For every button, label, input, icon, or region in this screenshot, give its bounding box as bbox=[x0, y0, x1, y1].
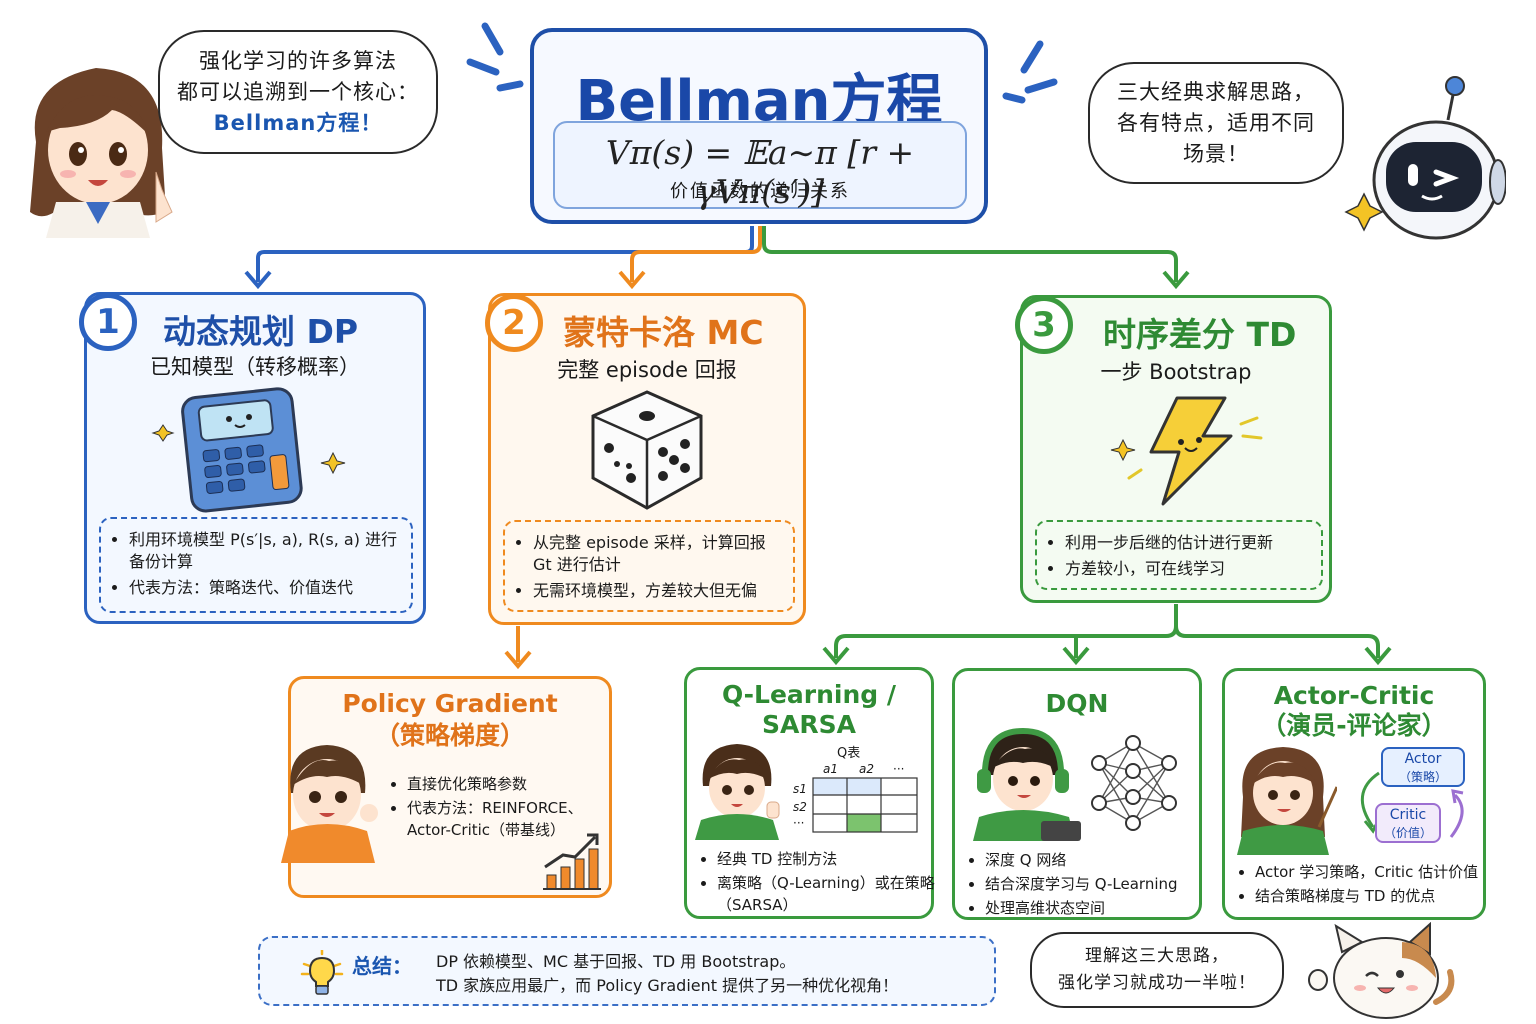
bubble-left-line2: 都可以追溯到一个核心： bbox=[177, 79, 419, 104]
q-table-col-a1: a1 bbox=[823, 762, 838, 776]
ac-title: Actor-Critic bbox=[1273, 681, 1435, 710]
connector-td-to-children bbox=[834, 604, 1380, 658]
bellman-title-card: Bellman方程 Vπ(s) = 𝔼a∼π [r + γVπ(s′)] 价值函… bbox=[530, 28, 988, 224]
pg-title: Policy Gradient bbox=[342, 689, 558, 718]
q-table-row-s1: s1 bbox=[793, 782, 807, 796]
ql-bullet-1: 经典 TD 控制方法 bbox=[717, 848, 941, 870]
formula-caption: 价值函数的递归关系 bbox=[670, 181, 850, 202]
q-table-row-more: ··· bbox=[793, 816, 805, 830]
boy-thumbs-up-icon bbox=[695, 744, 780, 840]
summary-line-1: DP 依赖模型、MC 基于回报、TD 用 Bootstrap。 bbox=[436, 952, 796, 971]
policy-gradient-card: Policy Gradient （策略梯度） 直接优化策略参数 代表方法：REI… bbox=[281, 676, 612, 898]
td-bullet-2: 方差较小，可在线学习 bbox=[1065, 558, 1311, 580]
lightning-icon bbox=[1110, 396, 1263, 506]
connector-to-dp bbox=[256, 226, 754, 282]
dqn-card: DQN 深度 Q 网络 结合深度学习与 Q-Learning 处理高维状态空间 bbox=[952, 668, 1202, 920]
pg-bullet-1: 直接优化策略参数 bbox=[407, 773, 619, 795]
q-table-col-more: ··· bbox=[893, 762, 905, 776]
ql-subtitle: SARSA bbox=[762, 710, 856, 739]
summary-text: DP 依赖模型、MC 基于回报、TD 用 Bootstrap。 TD 家族应用最… bbox=[436, 950, 898, 998]
bubble-left-line3: Bellman方程！ bbox=[213, 110, 383, 135]
dp-card: 1 动态规划 DP 已知模型（转移概率） 利用环境模型 P(s′|s, a), … bbox=[79, 292, 426, 624]
bubble-cat-line1: 理解这三大思路， bbox=[1085, 946, 1229, 966]
actor-sublabel: （策略） bbox=[1398, 770, 1447, 784]
dp-number-badge: 1 bbox=[79, 293, 137, 351]
calculator-icon bbox=[151, 387, 346, 513]
ql-bullet-2: 离策略（Q-Learning）或在策略（SARSA） bbox=[717, 872, 941, 916]
critic-label: Critic bbox=[1389, 807, 1427, 823]
actor-box: Actor （策略） bbox=[1381, 747, 1465, 787]
dice-icon bbox=[591, 390, 703, 510]
q-table-label: Q表 bbox=[837, 746, 861, 761]
dp-title: 动态规划 DP bbox=[163, 312, 359, 351]
summary-label: 总结： bbox=[352, 954, 412, 978]
girl-pointer-icon bbox=[1237, 747, 1337, 855]
bubble-right-line1: 三大经典求解思路， bbox=[1117, 79, 1315, 104]
pg-bullets: 直接优化策略参数 代表方法：REINFORCE、Actor-Critic（带基线… bbox=[389, 773, 619, 843]
bubble-right-line2: 各有特点，适用不同 bbox=[1117, 110, 1315, 135]
bubble-left-line1: 强化学习的许多算法 bbox=[199, 48, 397, 73]
lightbulb-icon bbox=[300, 950, 344, 995]
speech-bubble-right: 三大经典求解思路， 各有特点，适用不同 场景！ bbox=[1088, 62, 1344, 184]
dp-bullet-1: 利用环境模型 P(s′|s, a), R(s, a) 进行备份计算 bbox=[129, 529, 401, 573]
critic-box: Critic （价值） bbox=[1375, 803, 1441, 843]
growth-chart-icon bbox=[543, 833, 601, 890]
actor-label: Actor bbox=[1404, 751, 1442, 767]
dqn-bullets: 深度 Q 网络 结合深度学习与 Q-Learning 处理高维状态空间 bbox=[967, 849, 1211, 921]
td-card: 3 时序差分 TD 一步 Bootstrap 利用一步后继的估计进行更新 方差较… bbox=[1015, 295, 1332, 603]
ql-bullets: 经典 TD 控制方法 离策略（Q-Learning）或在策略（SARSA） bbox=[699, 848, 941, 918]
cat-icon bbox=[1308, 922, 1455, 1019]
pg-subtitle: （策略梯度） bbox=[374, 721, 525, 750]
neural-network-icon bbox=[1091, 735, 1177, 831]
q-learning-sarsa-card: Q-Learning / SARSA Q表 a1 a2 ··· s1 s2 ··… bbox=[684, 667, 935, 919]
dp-subtitle: 已知模型（转移概率） bbox=[150, 355, 360, 379]
page-title: Bellman方程 bbox=[575, 69, 943, 134]
bubble-right-line3: 场景！ bbox=[1183, 141, 1249, 166]
pg-bullet-2: 代表方法：REINFORCE、Actor-Critic（带基线） bbox=[407, 797, 619, 841]
bubble-cat-line2: 强化学习就成功一半啦！ bbox=[1058, 973, 1256, 993]
ql-title: Q-Learning / bbox=[721, 680, 897, 709]
td-bullet-1: 利用一步后继的估计进行更新 bbox=[1065, 532, 1311, 554]
connector-to-mc bbox=[630, 226, 762, 282]
dqn-title: DQN bbox=[1045, 689, 1109, 718]
mc-subtitle: 完整 episode 回报 bbox=[557, 358, 737, 382]
speech-bubble-left: 强化学习的许多算法 都可以追溯到一个核心： Bellman方程！ bbox=[158, 30, 438, 154]
mc-title: 蒙特卡洛 MC bbox=[563, 313, 764, 352]
summary-line-2: TD 家族应用最广，而 Policy Gradient 提供了另一种优化视角！ bbox=[436, 976, 899, 995]
dqn-bullet-1: 深度 Q 网络 bbox=[985, 849, 1211, 871]
ac-subtitle: （演员-评论家） bbox=[1261, 711, 1447, 740]
td-subtitle: 一步 Bootstrap bbox=[1100, 360, 1252, 384]
q-table-col-a2: a2 bbox=[859, 762, 874, 776]
mc-bullet-2: 无需环境模型，方差较大但无偏 bbox=[533, 580, 783, 602]
mc-detail-box: 从完整 episode 采样，计算回报 Gt 进行估计 无需环境模型，方差较大但… bbox=[503, 520, 795, 612]
q-table-grid bbox=[812, 777, 918, 833]
actor-critic-card: Actor-Critic （演员-评论家） Actor （策略） Critic … bbox=[1222, 668, 1486, 920]
mc-card: 2 蒙特卡洛 MC 完整 episode 回报 从完整 episode 采样，计… bbox=[485, 293, 806, 625]
dqn-bullet-2: 结合深度学习与 Q-Learning bbox=[985, 873, 1211, 895]
girl-character-icon bbox=[30, 68, 173, 238]
connector-to-td bbox=[762, 226, 1178, 282]
dp-bullet-2: 代表方法：策略迭代、价值迭代 bbox=[129, 577, 401, 599]
robot-icon bbox=[1344, 76, 1506, 240]
ac-bullet-2: 结合策略梯度与 TD 的优点 bbox=[1255, 885, 1495, 907]
mc-number-badge: 2 bbox=[485, 294, 543, 352]
bellman-formula: Vπ(s) = 𝔼a∼π [r + γVπ(s′)] bbox=[605, 133, 915, 211]
td-number-badge: 3 bbox=[1015, 296, 1073, 354]
boy-orange-hoodie-icon bbox=[281, 745, 378, 863]
summary-box: 总结： DP 依赖模型、MC 基于回报、TD 用 Bootstrap。 TD 家… bbox=[258, 936, 996, 1006]
formula-box: Vπ(s) = 𝔼a∼π [r + γVπ(s′)] 价值函数的递归关系 bbox=[553, 121, 967, 211]
mc-bullet-1: 从完整 episode 采样，计算回报 Gt 进行估计 bbox=[533, 532, 783, 576]
boy-headphones-icon bbox=[973, 727, 1081, 841]
critic-sublabel: （价值） bbox=[1383, 826, 1432, 840]
dqn-bullet-3: 处理高维状态空间 bbox=[985, 897, 1211, 919]
q-table-row-s2: s2 bbox=[793, 800, 807, 814]
td-detail-box: 利用一步后继的估计进行更新 方差较小，可在线学习 bbox=[1035, 520, 1323, 590]
ac-bullets: Actor 学习策略，Critic 估计价值 结合策略梯度与 TD 的优点 bbox=[1237, 861, 1495, 909]
ac-bullet-1: Actor 学习策略，Critic 估计价值 bbox=[1255, 861, 1495, 883]
speech-bubble-cat: 理解这三大思路， 强化学习就成功一半啦！ bbox=[1030, 932, 1284, 1008]
dp-detail-box: 利用环境模型 P(s′|s, a), R(s, a) 进行备份计算 代表方法：策… bbox=[99, 517, 413, 613]
td-title: 时序差分 TD bbox=[1103, 315, 1297, 354]
